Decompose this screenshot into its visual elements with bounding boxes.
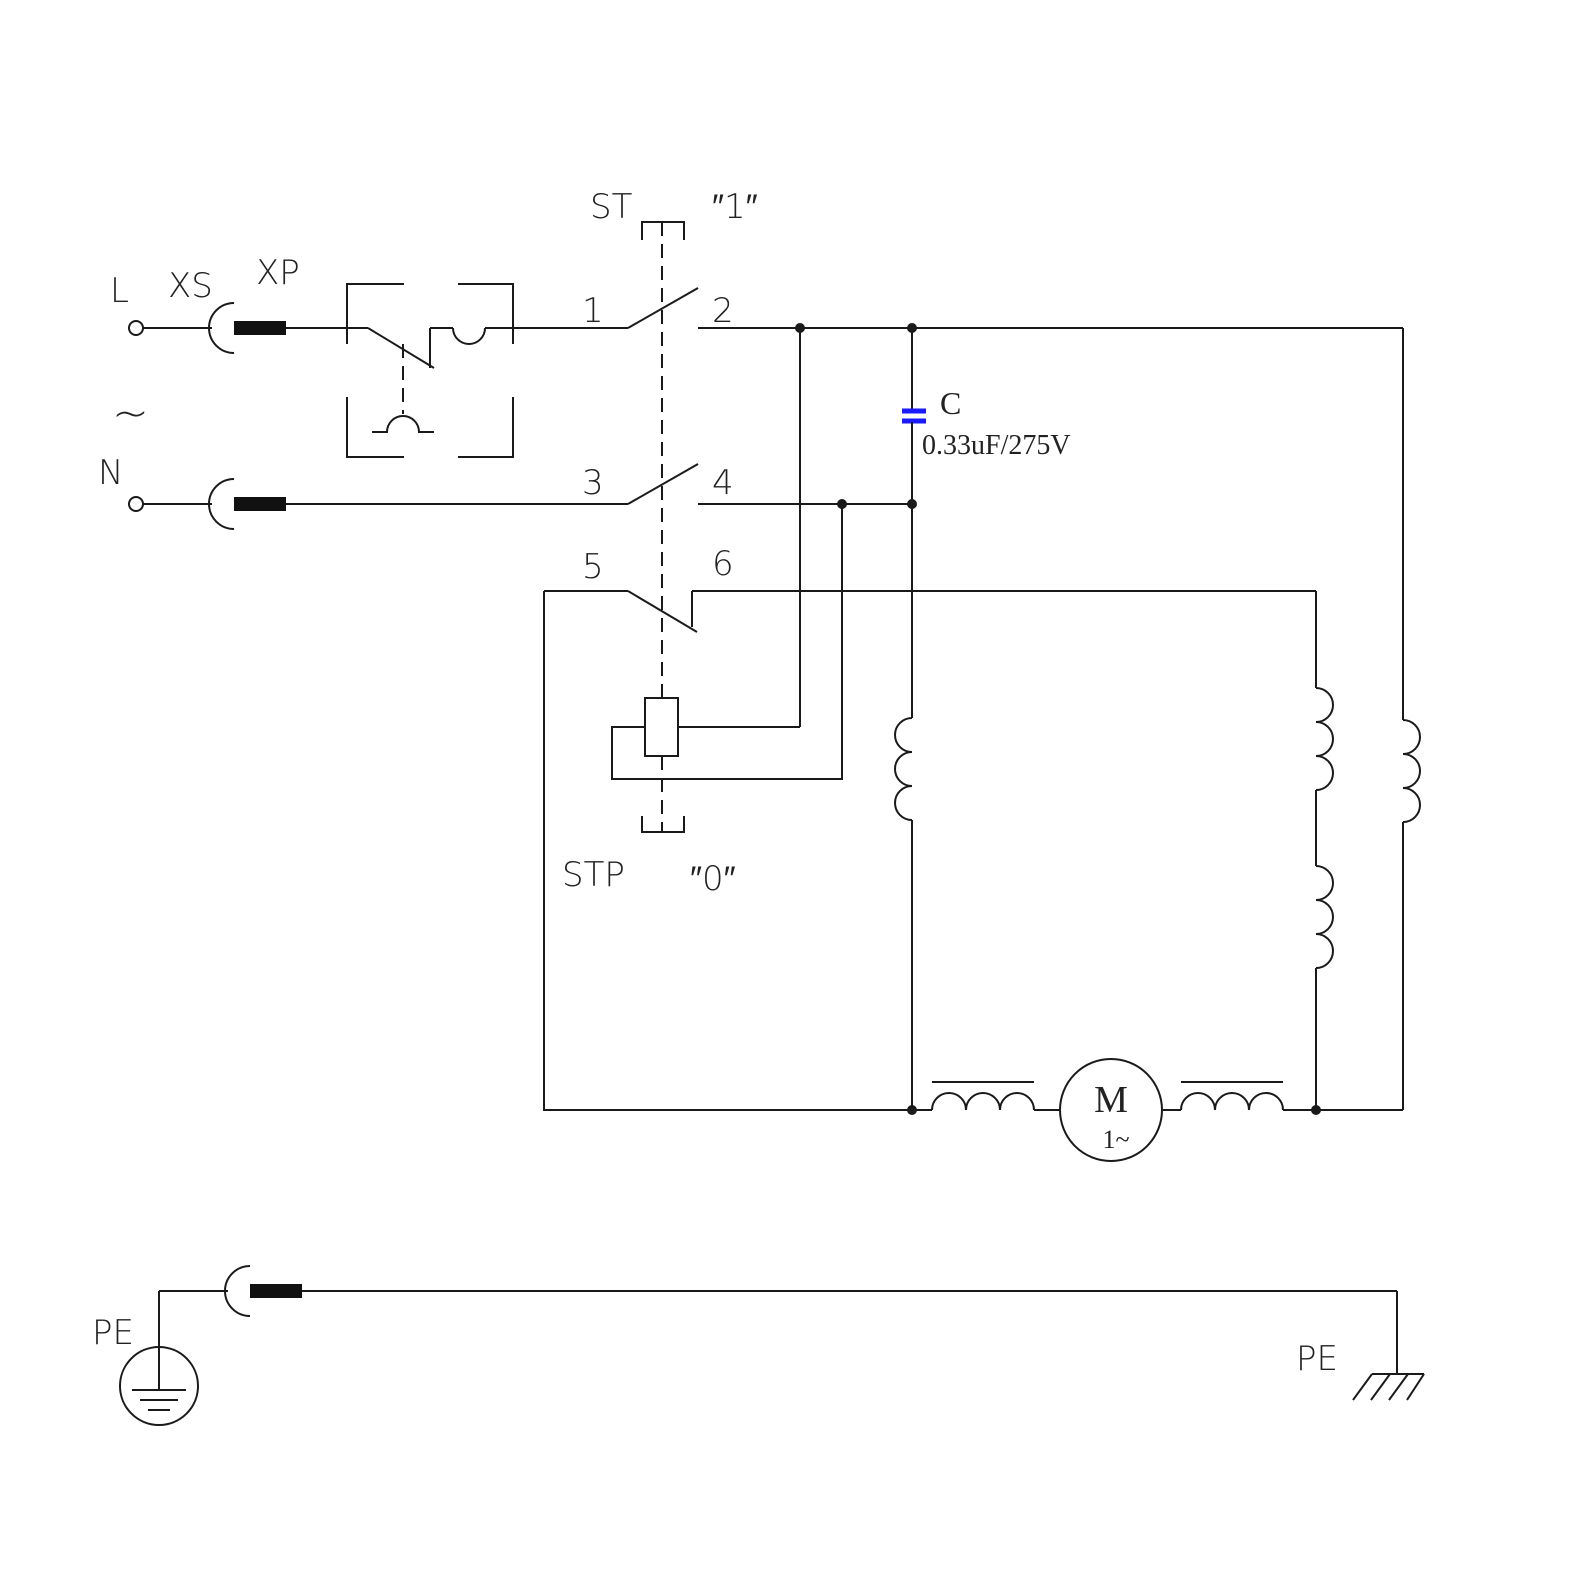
neutral-label: N xyxy=(98,453,123,493)
neutral-input xyxy=(128,478,628,530)
line-socket xyxy=(208,302,235,354)
terminal-1-label: 1 xyxy=(582,291,604,331)
motor-inductor-right xyxy=(1180,1092,1284,1111)
junction-dot xyxy=(907,1105,917,1115)
line-terminal xyxy=(128,320,144,336)
junction-dot xyxy=(1311,1105,1321,1115)
line-plug xyxy=(234,321,286,335)
capacitor-name-label: C xyxy=(940,385,961,421)
socket-label: XS xyxy=(168,266,213,306)
terminal-4-label: 4 xyxy=(712,463,734,503)
motor-inductor-left xyxy=(931,1092,1035,1111)
neutral-socket xyxy=(208,478,235,530)
capacitor-value-label: 0.33uF/275V xyxy=(922,430,1071,461)
earth-symbol-right xyxy=(1352,1373,1425,1401)
thermal-protector xyxy=(346,283,548,458)
holding-coil xyxy=(644,697,679,757)
start-position-label: ″1″ xyxy=(712,187,758,227)
terminal-2-label: 2 xyxy=(712,291,734,331)
earth-right-label: PE xyxy=(1296,1339,1338,1379)
line-input xyxy=(128,302,348,354)
neutral-terminal xyxy=(128,496,144,512)
junction-dot xyxy=(795,323,805,333)
motor-phase: 1~ xyxy=(1102,1125,1129,1154)
stop-pushbutton xyxy=(641,816,685,833)
earth-socket xyxy=(224,1265,251,1317)
winding-2 xyxy=(1315,591,1334,1110)
selector-switch xyxy=(544,221,1316,833)
terminal-5-label: 5 xyxy=(582,547,604,587)
winding-1 xyxy=(894,504,913,1110)
earth-plug xyxy=(250,1284,302,1298)
capacitor xyxy=(902,328,926,504)
plug-label: XP xyxy=(256,253,300,293)
line-label: L xyxy=(110,271,129,311)
neutral-plug xyxy=(234,497,286,511)
stop-switch-label: STP xyxy=(562,855,625,895)
winding-3 xyxy=(1402,719,1421,1110)
motor-letter: M xyxy=(1094,1079,1128,1121)
terminal-6-label: 6 xyxy=(712,544,734,584)
start-switch-label: ST xyxy=(590,187,633,227)
ac-symbol: ~ xyxy=(112,388,149,439)
motor-branch: M 1~ xyxy=(912,1058,1403,1162)
earth-line xyxy=(119,1265,1425,1426)
earth-left-label: PE xyxy=(92,1313,134,1353)
stop-position-label: ″0″ xyxy=(690,859,736,899)
terminal-3-label: 3 xyxy=(582,463,604,503)
junction-dot xyxy=(837,499,847,509)
